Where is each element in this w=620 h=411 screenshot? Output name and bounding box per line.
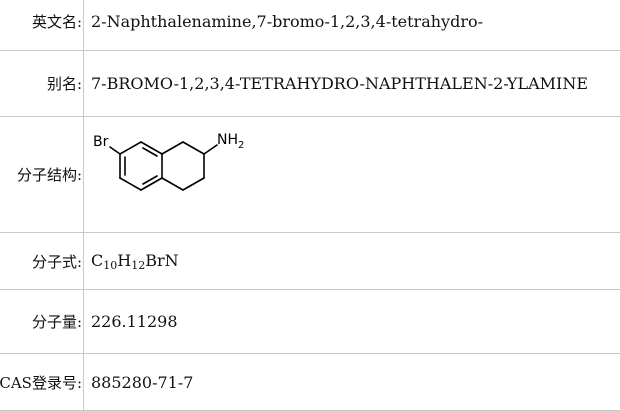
- label-structure: 分子结构:: [0, 117, 84, 233]
- label-alias: 别名:: [0, 51, 84, 117]
- bond-to-bromo: [110, 147, 120, 154]
- label-cas-number: CAS登录号:: [0, 354, 84, 411]
- amine-label: NH2: [217, 132, 244, 151]
- row-formula: 分子式: C10H12BrN: [0, 233, 620, 290]
- value-formula: C10H12BrN: [84, 233, 620, 290]
- row-structure: 分子结构:: [0, 117, 620, 233]
- bond: [120, 178, 141, 190]
- bond: [162, 142, 183, 154]
- row-english-name: 英文名: 2-Naphthalenamine,7-bromo-1,2,3,4-t…: [0, 0, 620, 51]
- bond: [162, 178, 183, 190]
- bond: [183, 142, 204, 154]
- row-cas-number: CAS登录号: 885280-71-7: [0, 354, 620, 411]
- bromo-label: Br: [93, 134, 109, 150]
- label-english-name: 英文名:: [0, 0, 84, 51]
- value-structure: Br NH2: [84, 117, 620, 233]
- row-alias: 别名: 7-BROMO-1,2,3,4-TETRAHYDRO-NAPHTHALE…: [0, 51, 620, 117]
- label-molecular-weight: 分子量:: [0, 290, 84, 354]
- value-english-name: 2-Naphthalenamine,7-bromo-1,2,3,4-tetrah…: [84, 0, 620, 51]
- bond-to-amine: [204, 145, 217, 154]
- bond: [120, 142, 141, 154]
- row-molecular-weight: 分子量: 226.11298: [0, 290, 620, 354]
- value-alias: 7-BROMO-1,2,3,4-TETRAHYDRO-NAPHTHALEN-2-…: [84, 51, 620, 117]
- molecule-structure-image: Br NH2: [91, 123, 291, 203]
- value-cas-number: 885280-71-7: [84, 354, 620, 411]
- value-molecular-weight: 226.11298: [84, 290, 620, 354]
- label-formula: 分子式:: [0, 233, 84, 290]
- bond: [183, 178, 204, 190]
